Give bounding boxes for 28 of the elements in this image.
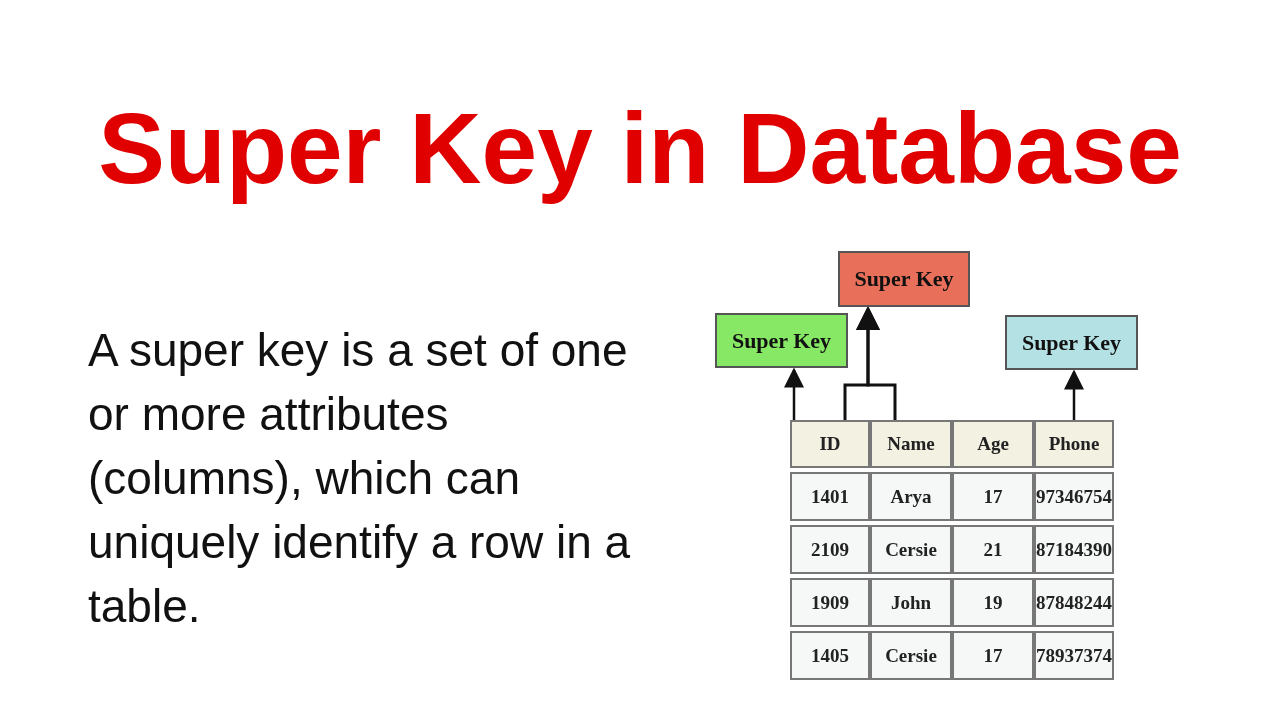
description-text: A super key is a set of one or more attributes (columns), which can uniquely identify a row in a table. <box>88 323 632 634</box>
header-cell: Phone <box>1034 420 1114 468</box>
table-cell: 17 <box>952 472 1034 521</box>
table-cell: 21 <box>952 525 1034 574</box>
table-cell: 97346754 <box>1034 472 1114 521</box>
table-cell: 2109 <box>790 525 870 574</box>
table-cell: 87184390 <box>1034 525 1114 574</box>
key-box: Super Key <box>1005 315 1138 370</box>
table-cell: 87848244 <box>1034 578 1114 627</box>
table-cell: Cersie <box>870 631 952 680</box>
table-cell: 1909 <box>790 578 870 627</box>
table-cell: 17 <box>952 631 1034 680</box>
table-cell: 78937374 <box>1034 631 1114 680</box>
arrow <box>856 306 897 420</box>
table-cell: 19 <box>952 578 1034 627</box>
table-cell: 1401 <box>790 472 870 521</box>
table-cell: Arya <box>870 472 952 521</box>
arrow <box>784 367 804 420</box>
table-cell: Cersie <box>870 525 952 574</box>
title: Super Key in Database <box>97 91 1183 206</box>
table-cell: 1405 <box>790 631 870 680</box>
key-box: Super Key <box>715 313 848 368</box>
header-cell: Name <box>870 420 952 468</box>
table-cell: John <box>870 578 952 627</box>
key-box: Super Key <box>838 251 970 307</box>
header-cell: ID <box>790 420 870 468</box>
header-cell: Age <box>952 420 1034 468</box>
arrow <box>1064 369 1084 420</box>
